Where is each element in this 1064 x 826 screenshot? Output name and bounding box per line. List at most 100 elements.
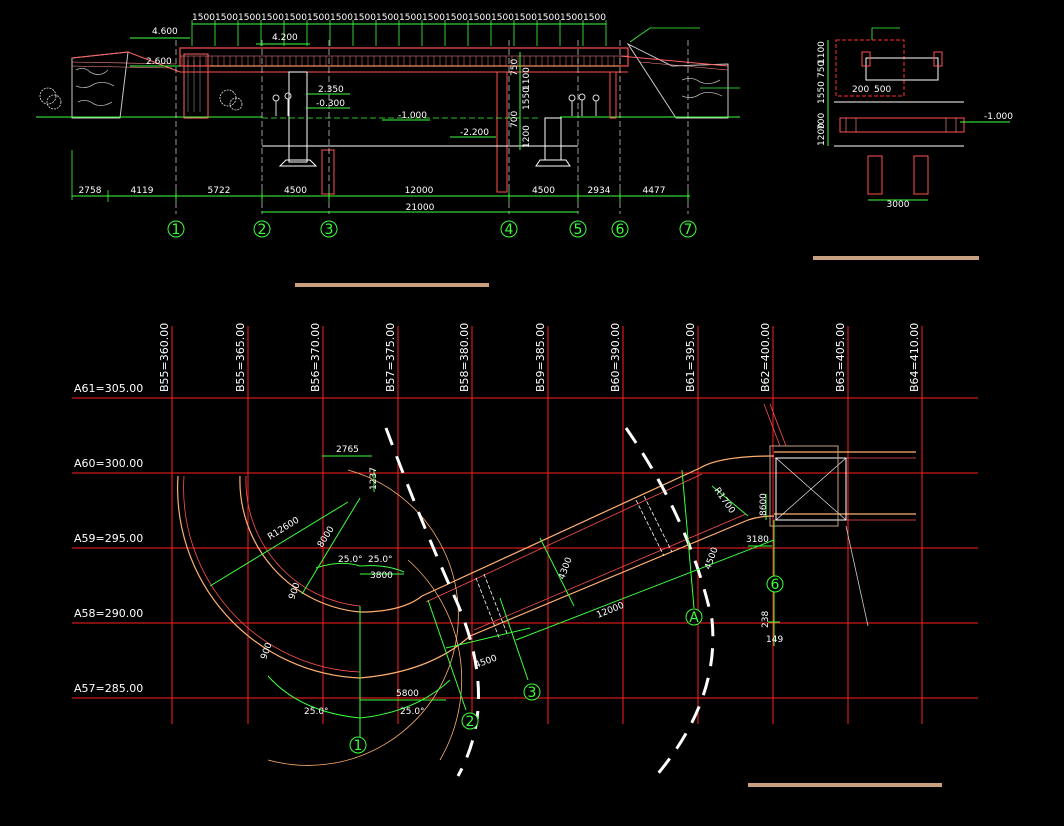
level-2350: 2.350 <box>318 85 344 95</box>
dim-3800: 3800 <box>370 571 393 581</box>
elevation-axis-bubble: 3 <box>325 222 334 238</box>
piers <box>278 71 617 195</box>
level-neg0300: -0.300 <box>316 99 345 109</box>
plan-axis-bubble: A <box>689 610 699 626</box>
top-span-dim: 1500 <box>468 13 491 23</box>
section-title-bar <box>813 256 979 260</box>
people-figures <box>272 92 600 116</box>
elevation-axis-bubble: 6 <box>616 222 625 238</box>
bottom-dim: 4119 <box>131 186 154 196</box>
sec-vdim-1550: 1550 <box>817 81 827 104</box>
dim-4300: 4300 <box>557 556 574 581</box>
sec-dim-500: 500 <box>874 85 891 95</box>
vdim-700: 700 <box>510 111 520 128</box>
elevation-title-bar <box>295 283 489 287</box>
section-view: 3000 750 1100 1550 700 1200 200 500 -1.0… <box>813 27 1013 260</box>
bridge-deck <box>179 47 629 73</box>
vdim-1200: 1200 <box>522 125 532 148</box>
ramp-arcs <box>177 475 471 679</box>
top-span-dim: 1500 <box>353 13 376 23</box>
top-span-dim: 1500 <box>399 13 422 23</box>
elevation-vertical-dims: 750 1550 700 1200 1100 <box>510 52 532 150</box>
bottom-dim: 4477 <box>643 186 666 196</box>
top-span-dim: 1500 <box>307 13 330 23</box>
plan-row-labels: A61=305.00A60=300.00A59=295.00A58=290.00… <box>74 382 143 695</box>
grid-row-label: A59=295.00 <box>74 532 143 545</box>
plan-axis-bubbles: 1 2 3 A 6 <box>349 575 784 754</box>
top-span-dim: 1500 <box>445 13 468 23</box>
total-span-dim: 21000 <box>406 203 435 213</box>
dim-900b: 900 <box>259 641 274 661</box>
bottom-dim: 4500 <box>532 186 555 196</box>
plan-axis-bubble: 3 <box>528 685 537 701</box>
plan-dimension-lines <box>209 455 780 740</box>
section-width-dim: 3000 <box>887 200 910 210</box>
elevation-axis-lines <box>175 40 689 214</box>
plan-view: B55=360.00 B55=365.00 B56=370.00 B57=375.00… <box>72 323 978 787</box>
dim-1237: 1237 <box>369 467 379 490</box>
grid-column-label: B57=375.00 <box>384 323 397 392</box>
right-abutment <box>560 42 740 119</box>
plan-axis-bubble: 1 <box>354 738 363 754</box>
plan-axis-bubble: 2 <box>466 714 475 730</box>
plan-column-labels: B55=360.00 B55=365.00 B56=370.00 B57=375.00… <box>158 323 921 392</box>
dim-3180: 3180 <box>746 535 769 545</box>
top-span-dim: 1500 <box>514 13 537 23</box>
bottom-dim: 5722 <box>208 186 231 196</box>
dim-2765: 2765 <box>336 445 359 455</box>
sec-level-neg1000: -1.000 <box>984 112 1013 122</box>
top-span-dim: 1500 <box>422 13 445 23</box>
angle-25a: 25.0° <box>338 555 363 565</box>
vdim-1100: 1100 <box>522 67 532 90</box>
grid-column-label: B58=380.00 <box>458 323 471 392</box>
top-span-dim: 1500 <box>192 13 215 23</box>
level-4200: 4.200 <box>272 33 298 43</box>
level-2600: 2.600 <box>146 57 172 67</box>
angle-25b: 25.0° <box>368 555 393 565</box>
grid-row-label: A60=300.00 <box>74 457 143 470</box>
dim-238: 238 <box>761 611 771 628</box>
grid-column-label: B60=390.00 <box>609 323 622 392</box>
shoreline-dashes <box>384 427 715 777</box>
grid-column-label: B62=400.00 <box>759 323 772 392</box>
bottom-dim: 2934 <box>588 186 611 196</box>
grid-column-label: B56=370.00 <box>309 323 322 392</box>
dim-5800: 5800 <box>396 689 419 699</box>
top-span-dim: 1500 <box>560 13 583 23</box>
left-abutment <box>36 51 262 119</box>
top-span-dim: 1500 <box>491 13 514 23</box>
top-span-dim: 1500 <box>215 13 238 23</box>
elevation-axis-bubble: 2 <box>258 222 267 238</box>
plan-axis-bubble: 6 <box>771 577 780 593</box>
level-marks: 4.600 2.600 4.200 2.350 -0.300 -1.000 -2… <box>130 27 496 138</box>
elevation-axis-bubble: 1 <box>172 222 181 238</box>
top-span-dim: 1500 <box>284 13 307 23</box>
level-4600: 4.600 <box>152 27 178 37</box>
dim-8600: 8600 <box>759 493 769 516</box>
angle-25d: 25.0° <box>400 707 425 717</box>
grid-column-label: B64=410.00 <box>908 323 921 392</box>
vdim-1550: 1550 <box>522 87 532 110</box>
top-span-dim: 1500 <box>537 13 560 23</box>
sec-vdim-1100: 1100 <box>817 41 827 64</box>
sec-vdim-750: 750 <box>817 61 827 78</box>
dim-r1700: R1700 <box>712 486 737 516</box>
top-span-dim: 1500 <box>330 13 353 23</box>
grid-column-label: B55=360.00 <box>158 323 171 392</box>
grid-column-label: B61=395.00 <box>684 323 697 392</box>
grid-column-label: B55=365.00 <box>234 323 247 392</box>
plan-grid <box>72 326 978 724</box>
top-span-dim: 1500 <box>238 13 261 23</box>
sec-vdim-700: 700 <box>817 113 827 130</box>
elevation-axis-bubble: 7 <box>684 222 693 238</box>
top-span-dim: 1500 <box>261 13 284 23</box>
sec-vdim-1200: 1200 <box>817 123 827 146</box>
level-neg2200: -2.200 <box>460 128 489 138</box>
dim-r12600: R12600 <box>266 515 301 542</box>
dim-4500: 4500 <box>474 653 499 670</box>
grid-row-label: A58=290.00 <box>74 607 143 620</box>
